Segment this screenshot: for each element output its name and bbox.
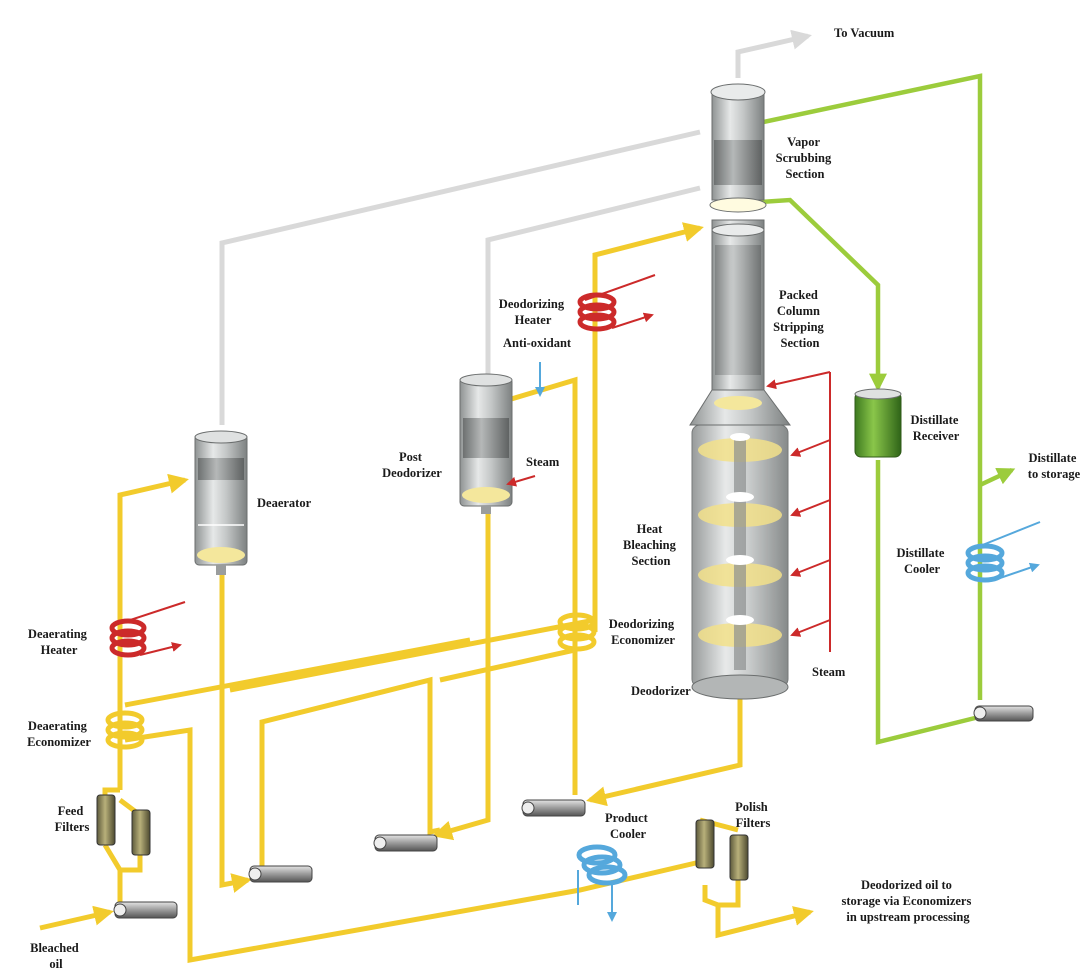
pump-deodorizer xyxy=(521,799,586,817)
label-heat-bleaching: Heat Bleaching Section xyxy=(623,522,679,568)
label-anti-oxidant: Anti-oxidant xyxy=(503,336,572,350)
label-deodorized-oil: Deodorized oil to storage via Economizer… xyxy=(842,878,975,924)
product-cooler-coil xyxy=(576,844,628,922)
label-deaerator: Deaerator xyxy=(257,496,312,510)
label-to-vacuum: To Vacuum xyxy=(834,26,895,40)
steam-lines-main xyxy=(766,371,831,652)
label-vapor-scrubbing: Vapor Scrubbing Section xyxy=(776,135,835,181)
label-distillate-receiver: Distillate Receiver xyxy=(910,413,961,443)
deodorizer-column xyxy=(689,83,791,700)
pump-distillate xyxy=(973,705,1034,722)
post-deodorizer-vessel xyxy=(459,373,513,514)
label-product-cooler: Product Cooler xyxy=(605,811,651,841)
pump-post-deodorizer xyxy=(373,834,438,852)
label-post-deodorizer: Post Deodorizer xyxy=(382,450,442,480)
label-distillate-storage: Distillate to storage xyxy=(1028,451,1081,481)
post-steam-line xyxy=(506,475,536,487)
distillate-receiver-vessel xyxy=(854,388,902,458)
distillate-lines xyxy=(734,73,1016,745)
feed-filters xyxy=(96,794,151,856)
label-bleached-oil: Bleached oil xyxy=(30,941,82,971)
label-packed-column: Packed Column Stripping Section xyxy=(773,288,827,350)
pump-deaerator xyxy=(248,865,313,883)
label-steam-main: Steam xyxy=(812,665,846,679)
label-steam-post: Steam xyxy=(526,455,560,469)
deaerator-vessel xyxy=(194,430,248,575)
deodorizing-heater-coil xyxy=(577,274,656,332)
deaerating-economizer-coil xyxy=(105,710,145,750)
deodorizing-economizer-coil xyxy=(557,612,597,652)
label-feed-filters: Feed Filters xyxy=(55,804,90,834)
pump-feed xyxy=(113,901,178,919)
polish-filters xyxy=(695,819,749,881)
vacuum-lines xyxy=(219,29,812,425)
deaerating-heater-coil xyxy=(109,601,186,658)
label-deaerating-economizer: Deaerating Economizer xyxy=(27,719,91,749)
oil-lines xyxy=(39,222,814,963)
label-polish-filters: Polish Filters xyxy=(735,800,771,830)
label-deodorizing-economizer: Deodorizing Economizer xyxy=(609,617,677,647)
label-distillate-cooler: Distillate Cooler xyxy=(896,546,947,576)
label-deodorizer: Deodorizer xyxy=(631,684,691,698)
label-deodorizing-heater: Deodorizing Heater xyxy=(499,297,567,327)
distillate-cooler-coil xyxy=(965,521,1041,583)
label-deaerating-heater: Deaerating Heater xyxy=(28,627,90,657)
